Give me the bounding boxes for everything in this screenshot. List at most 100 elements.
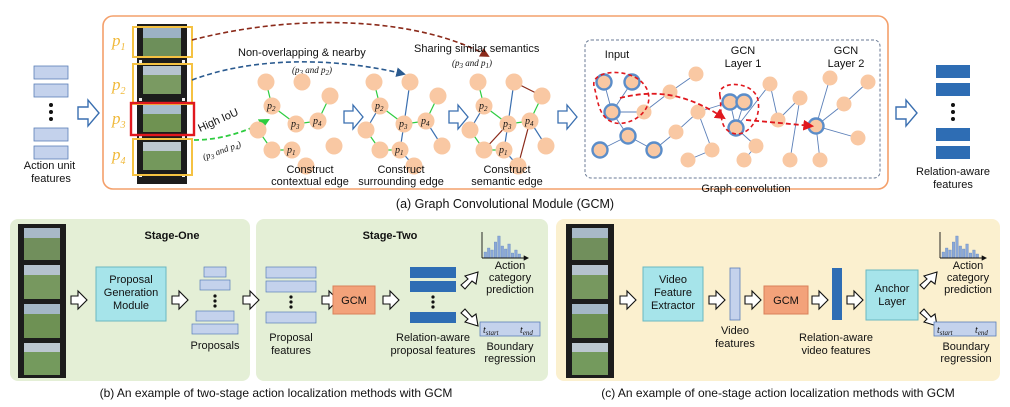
graph-node — [263, 141, 281, 159]
graph-node-label: p2 — [374, 101, 384, 113]
graph-convolution-diagram — [591, 66, 876, 168]
input-feature-stack — [33, 65, 69, 160]
t-end-b: tend — [520, 325, 533, 337]
proposal-box-p4 — [132, 138, 193, 176]
histogram-bar — [487, 247, 491, 259]
caption-a: (a) Graph Convolutional Module (GCM) — [396, 197, 614, 211]
graph-node — [537, 137, 555, 155]
graph-node — [297, 157, 315, 175]
histogram-bar — [494, 241, 497, 259]
proposal-feature-bar — [265, 311, 317, 324]
conv-node — [850, 130, 866, 146]
conv-edge — [735, 83, 771, 129]
t-start-b: tstart — [483, 325, 500, 337]
output-feature-bar — [936, 65, 970, 78]
ellipsis-dot — [49, 117, 53, 121]
graph-node-label: p3 — [398, 119, 408, 131]
graph-node-label: p1 — [286, 145, 296, 157]
proposal-box-p3 — [129, 101, 196, 137]
video-feature-bar — [729, 267, 741, 321]
histogram-bar — [945, 247, 949, 259]
graph-node — [371, 97, 389, 115]
graph-node-label-letter: p — [498, 145, 504, 156]
histogram-bar — [511, 252, 514, 259]
conv-node — [704, 142, 720, 158]
graph-node — [533, 87, 551, 105]
proposal-feature-bar — [265, 266, 317, 279]
boundary-box-one-stage — [933, 321, 997, 337]
graph-node-label-sub: 3 — [403, 123, 408, 131]
aggregation-region — [593, 71, 650, 125]
graph-node-label-sub: 4 — [318, 120, 322, 128]
flow-arrow — [708, 289, 726, 311]
graph-convolution-region — [584, 39, 881, 179]
graph-node — [325, 137, 343, 155]
flow-arrow — [382, 289, 400, 311]
nearby-label: Non-overlapping & nearby — [238, 47, 366, 59]
conv-node — [770, 112, 786, 128]
gcm-block-two-stage — [332, 285, 376, 315]
graph-node-label-letter: p — [266, 101, 272, 112]
conv-node — [735, 93, 753, 111]
histogram-bar — [969, 252, 972, 259]
conv-node — [792, 90, 808, 106]
graph-node-label-sub: 1 — [292, 149, 296, 157]
relation-feature-bar — [410, 267, 456, 278]
graph-node — [475, 97, 493, 115]
graph-node-label-letter: p — [312, 116, 318, 127]
graph-node — [321, 87, 339, 105]
film-strip-b — [18, 224, 66, 378]
graph-node-label: p4 — [524, 116, 534, 128]
input-feature-bar — [33, 127, 69, 142]
ellipsis-dot — [951, 117, 955, 121]
graph-node — [417, 112, 435, 130]
ellipsis-dot — [951, 103, 955, 107]
conv-node — [748, 138, 764, 154]
histogram-bar — [483, 251, 487, 259]
relation-video-feature-bar — [832, 268, 842, 320]
proposal-bar — [191, 323, 239, 335]
flow-arrow — [77, 98, 100, 128]
ellipsis-dot — [49, 103, 53, 107]
graph-node — [433, 137, 451, 155]
ellipsis-dot — [49, 110, 53, 114]
stage-one-title: Stage-One — [144, 230, 199, 242]
graph-node — [469, 73, 487, 91]
graph-node-label-letter: p — [502, 119, 508, 130]
histogram-bar — [497, 235, 501, 259]
relation-proposal-features-stack — [410, 267, 456, 323]
output-feature-bar — [936, 128, 970, 141]
flow-arrow — [811, 289, 829, 311]
graph-node-label: p4 — [420, 116, 430, 128]
conv-node — [595, 73, 613, 91]
graph-node-label: p2 — [478, 101, 488, 113]
conv-node — [680, 152, 696, 168]
flow-arrow — [744, 289, 762, 311]
gcm-block-one-stage — [763, 285, 809, 315]
relation-feature-bar — [410, 312, 456, 323]
svg-text:p4: p4 — [111, 145, 126, 167]
proposal-bar — [199, 279, 231, 291]
graph-node-label-letter: p — [286, 145, 292, 156]
proposal-bar — [203, 266, 227, 278]
gcm-label-one-stage: GCM — [773, 295, 799, 307]
ellipsis-dot — [951, 110, 955, 114]
input-feature-bar — [33, 145, 69, 160]
graph-node — [263, 97, 281, 115]
frame-label-p3: p — [111, 109, 121, 128]
graph-node — [405, 157, 423, 175]
flow-arrow — [619, 289, 637, 311]
conv-node — [836, 96, 852, 112]
histogram-bar — [490, 249, 494, 259]
histogram-bar — [952, 241, 955, 259]
conv-node — [736, 152, 752, 168]
